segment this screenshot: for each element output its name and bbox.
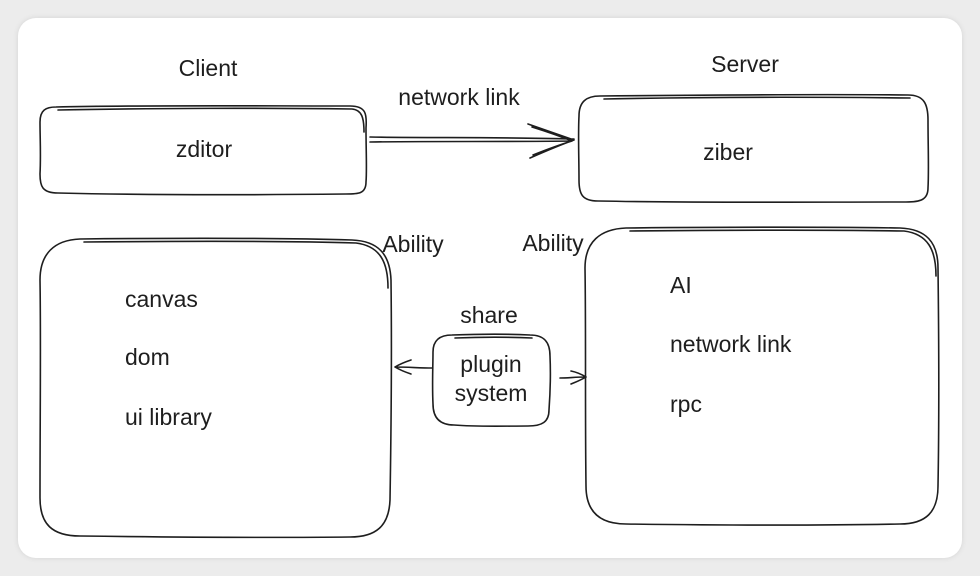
server-label: Server [711, 51, 779, 77]
share-label: share [460, 302, 518, 328]
ziber-box [577, 93, 930, 204]
zditor-label: zditor [175, 136, 233, 162]
network-link-label: network link [398, 84, 520, 110]
client-ability-item: dom [125, 344, 170, 370]
client-label: Client [178, 55, 238, 81]
server-ability-box [584, 226, 940, 526]
server-ability-label: Ability [522, 230, 584, 256]
ziber-label: ziber [703, 139, 753, 165]
plugin-system-line2: system [454, 380, 528, 406]
server-ability-item: rpc [670, 391, 702, 417]
client-ability-box [39, 237, 393, 539]
client-ability-label: Ability [382, 231, 444, 257]
server-ability-item: AI [670, 272, 692, 298]
plugin-to-server-arrow [559, 370, 587, 385]
plugin-system-line1: plugin [460, 351, 522, 377]
zditor-box [39, 104, 368, 196]
plugin-to-client-arrow [394, 359, 433, 375]
client-ability-item: canvas [125, 286, 198, 312]
network-link-arrow [369, 123, 575, 159]
client-ability-item: ui library [125, 404, 212, 430]
server-ability-item: network link [670, 331, 792, 357]
plugin-system-box [431, 333, 552, 428]
